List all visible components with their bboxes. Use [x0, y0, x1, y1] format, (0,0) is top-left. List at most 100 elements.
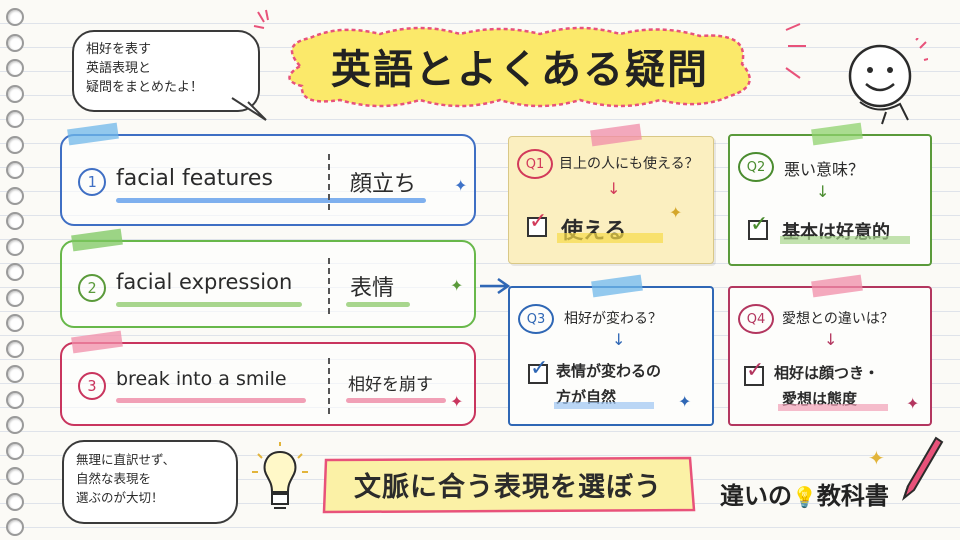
title-cloud: 英語とよくある疑問 [270, 24, 770, 108]
washi-tape [811, 122, 863, 146]
term-number-1: 1 [78, 168, 106, 196]
answer-highlight-q3 [554, 402, 654, 409]
notebook-ring [6, 135, 24, 154]
notebook-ring [6, 365, 24, 383]
question-text-q3: 相好が変わる？ [564, 311, 662, 327]
term-ja-underline-1 [346, 198, 426, 203]
washi-tape [811, 274, 863, 298]
sparkle-icon: ✦ [678, 392, 692, 411]
sparkle-icon: ✦ [450, 276, 464, 295]
checkbox-icon [744, 366, 764, 386]
sparkle-lines-right [785, 23, 806, 79]
sparkle-icon: ✦ [454, 176, 468, 195]
question-card-q1: Q1 目上の人にも使える？ ↓ ✓ 使える ✦ [508, 123, 714, 264]
washi-tape [71, 330, 123, 354]
notebook-ring [6, 263, 24, 281]
question-text-q2: 悪い意味？ [784, 160, 865, 179]
notebook-ring [6, 110, 24, 128]
notebook-ring [6, 339, 24, 358]
notebook-rings [6, 8, 26, 538]
notebook-ring [6, 467, 24, 485]
term-divider-2 [328, 258, 330, 314]
check-mark-icon: ✓ [530, 356, 549, 381]
check-mark-icon: ✓ [529, 209, 548, 234]
sparkle-icon: ✦ [906, 394, 920, 413]
tip-line-1: 無理に直訳せず、 [76, 452, 176, 467]
smiley-face-icon [848, 38, 928, 125]
question-label-q2: Q2 [738, 152, 774, 182]
intro-line-1: 相好を表す [86, 42, 152, 57]
pen-icon [901, 436, 944, 501]
question-card-q4: Q4 愛想との違いは？ ↓ ✓ 相好は顔つき・ 愛想は態度 ✦ [728, 274, 932, 426]
term-ja-1: 顔立ち [350, 172, 417, 197]
notebook-ring [6, 416, 24, 434]
checkbox-icon [527, 217, 547, 237]
notebook-ring [6, 390, 24, 409]
answer-highlight-q2 [780, 236, 910, 244]
question-label-q3: Q3 [518, 304, 554, 334]
tip-line-3: 選ぶのが大切！ [76, 490, 164, 505]
notebook-ring [6, 161, 24, 179]
question-label-q4: Q4 [738, 304, 774, 334]
notebook-ring [6, 441, 24, 460]
page-title: 英語とよくある疑問 [331, 46, 709, 93]
banner-shape [322, 456, 696, 514]
term-en-1: facial features [116, 166, 273, 191]
notebook-ring [6, 492, 24, 511]
term-underline-2 [116, 302, 302, 307]
tip-line-2: 自然な表現を [76, 471, 152, 486]
term-card-3: 3 break into a smile 相好を崩す ✦ [60, 330, 476, 426]
question-label-q1: Q1 [517, 149, 553, 179]
question-text-q4: 愛想との違いは？ [782, 311, 894, 327]
check-mark-icon: ✓ [746, 358, 765, 383]
washi-tape [71, 228, 123, 252]
term-ja-2: 表情 [350, 276, 395, 301]
term-en-3: break into a smile [116, 368, 287, 390]
arrow-down-icon: ↓ [824, 330, 838, 349]
title-cloud-shape [288, 26, 751, 108]
term-ja-underline-3 [346, 398, 446, 403]
tip-speech-bubble: 無理に直訳せず、 自然な表現を 選ぶのが大切！ [62, 440, 238, 524]
notebook-ring [6, 186, 24, 205]
answer-text-q4-line2: 愛想は態度 [782, 390, 858, 408]
term-divider-3 [328, 358, 330, 414]
term-number-3: 3 [78, 372, 106, 400]
arrow-down-icon: ↓ [816, 182, 830, 201]
intro-speech-bubble: 相好を表す 英語表現と 疑問をまとめたよ！ [72, 30, 260, 112]
intro-bubble-tail [231, 97, 267, 121]
notebook-ring [6, 33, 24, 52]
logo-text-part2: 教科書 [816, 482, 889, 510]
arrow-down-icon: ↓ [612, 330, 626, 349]
term-number-2: 2 [78, 274, 106, 302]
brand-logo: 違いの💡教科書 [720, 476, 889, 511]
washi-tape [591, 274, 643, 298]
term-ja-underline-2 [346, 302, 410, 307]
banner-text: 文脈に合う表現を選ぼう [354, 471, 662, 503]
arrow-down-icon: ↓ [607, 179, 621, 198]
notebook-ring [6, 518, 24, 536]
logo-bulb-icon: 💡 [792, 485, 817, 509]
logo-text-part1: 違いの [720, 482, 792, 510]
intro-line-3: 疑問をまとめたよ！ [86, 80, 204, 95]
answer-text-q4-line1: 相好は顔つき・ [774, 364, 880, 382]
question-text-q1: 目上の人にも使える？ [559, 156, 699, 172]
notebook-ring [6, 237, 24, 256]
notebook-ring [6, 288, 24, 307]
notebook-ring [6, 314, 24, 332]
sparkle-icon: ✦ [450, 392, 464, 411]
checkbox-icon [748, 220, 768, 240]
term-en-2: facial expression [116, 270, 293, 294]
term-ja-3: 相好を崩す [348, 375, 433, 395]
intro-line-2: 英語表現と [86, 61, 152, 76]
notebook-ring [6, 212, 24, 230]
sparkle-icon: ✦ [669, 203, 683, 222]
bottom-banner: 文脈に合う表現を選ぼう [318, 452, 698, 516]
question-card-q3: Q3 相好が変わる？ ↓ ✓ 表情が変わるの 方が自然 ✦ [508, 274, 714, 426]
notebook-ring [6, 59, 24, 77]
notebook-ring [6, 84, 24, 103]
term-underline-3 [116, 398, 306, 403]
washi-tape [590, 123, 642, 147]
term-card-2: 2 facial expression 表情 ✦ [60, 228, 476, 328]
check-mark-icon: ✓ [750, 212, 769, 237]
question-card-q2: Q2 悪い意味？ ↓ ✓ 基本は好意的 [728, 122, 932, 266]
